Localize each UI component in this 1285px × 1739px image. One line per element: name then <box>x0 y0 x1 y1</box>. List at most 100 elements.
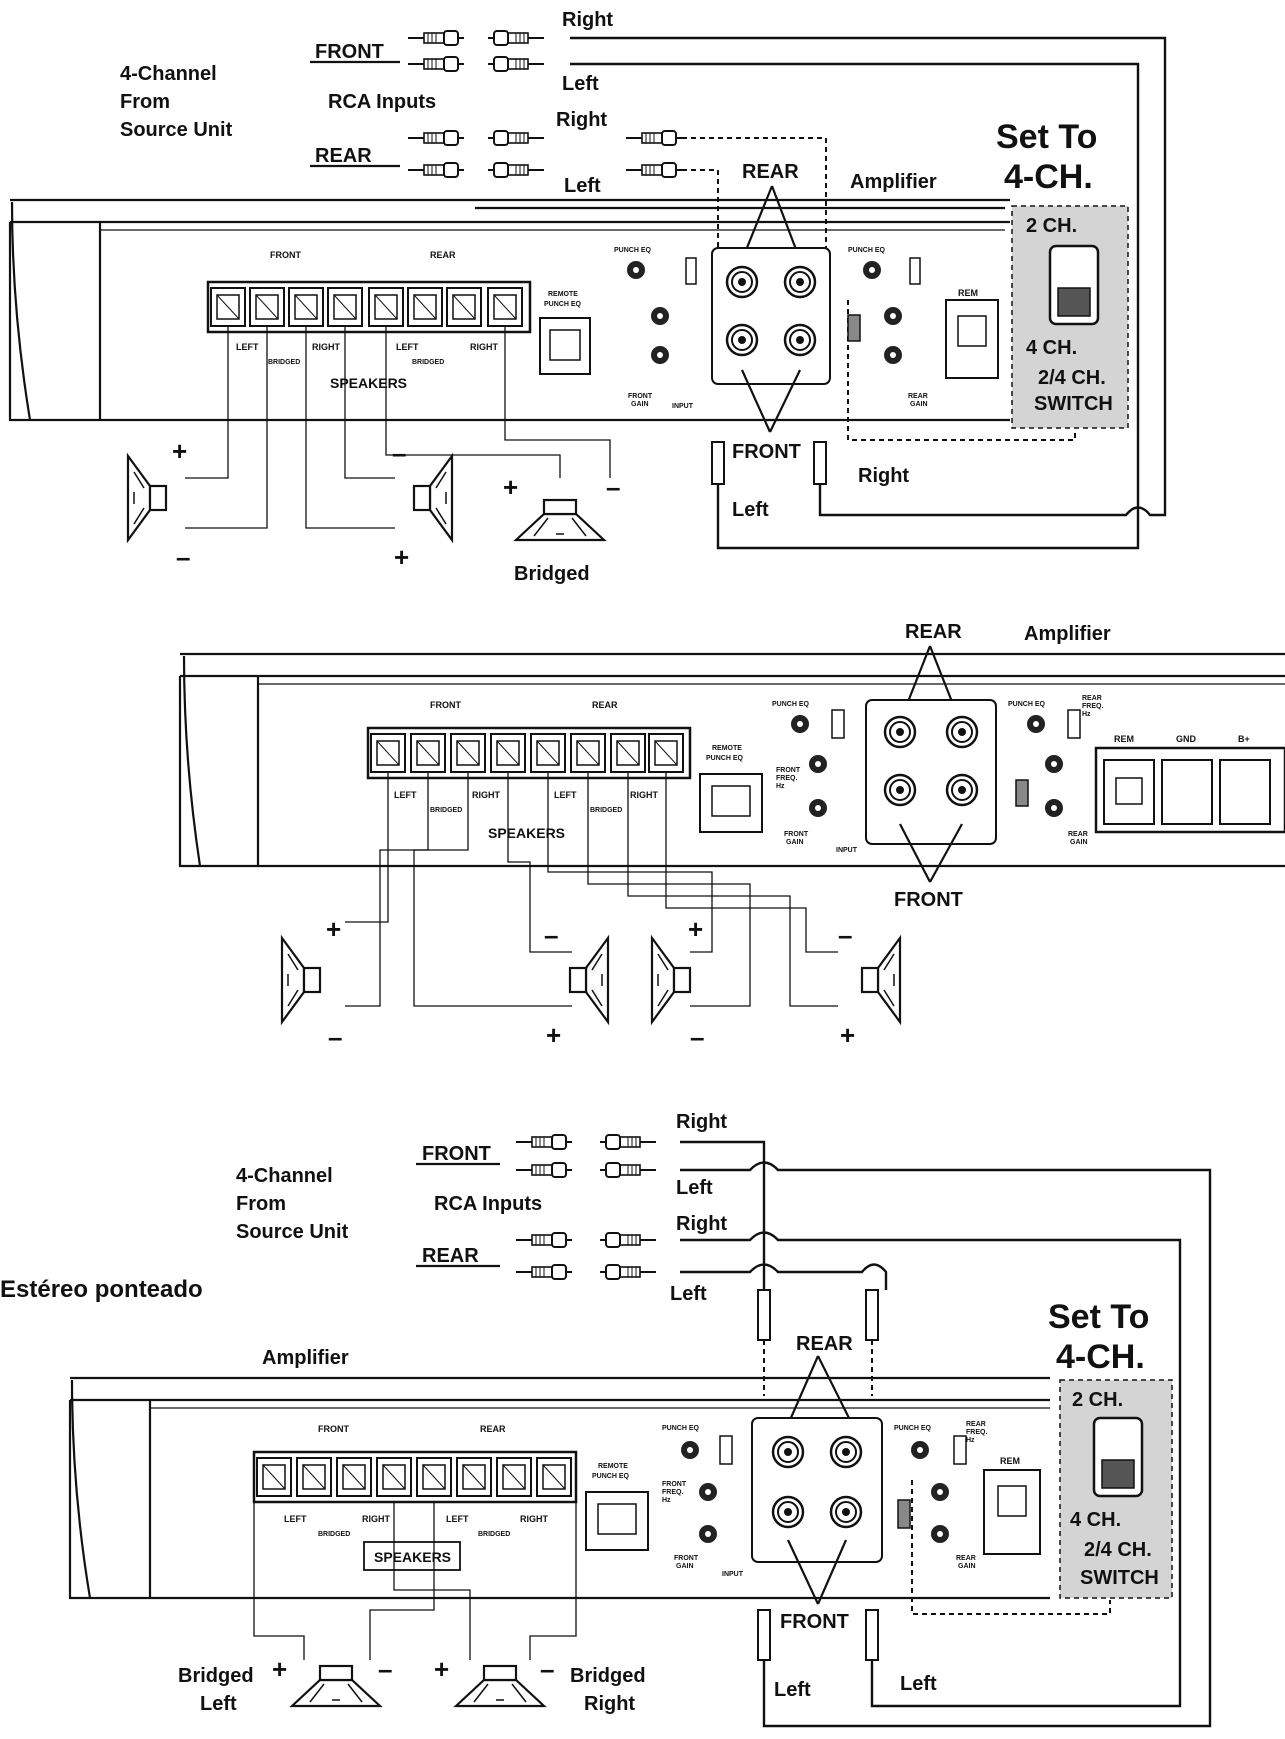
d3-right-1: Right <box>676 1111 727 1133</box>
d1-left-rear: Left <box>564 175 601 197</box>
d1-plus-3: + <box>503 472 518 502</box>
d2-input-label: INPUT <box>836 847 858 854</box>
d3-rca-plug-1 <box>515 1134 573 1150</box>
d3-switch-4ch: 4 CH. <box>1070 1509 1121 1531</box>
d1-panel-front: FRONT <box>270 250 301 260</box>
d3-punch-eq-a: PUNCH EQ <box>662 1425 700 1432</box>
d2-panel-speakers: SPEAKERS <box>488 825 565 841</box>
d3-panel-right-b: RIGHT <box>520 1514 549 1524</box>
d2-minus-2: – <box>544 920 558 950</box>
d2-front-gain-1: FRONT <box>784 831 809 838</box>
d2-power-terminals: REM GND B+ <box>1094 734 1285 834</box>
d3-rca-plug-2 <box>515 1162 573 1178</box>
d2-speaker-2 <box>568 936 610 1024</box>
d1-rca-plug-front-left <box>407 56 465 72</box>
d1-plus-2: + <box>394 542 409 572</box>
d1-rear-gain-2: GAIN <box>910 401 928 408</box>
d3-panel-rear: REAR <box>480 1424 506 1434</box>
d3-front-freq-2: FREQ. <box>662 1489 683 1496</box>
d1-rca-plug-rear-right-2 <box>625 130 683 146</box>
d3-panel-front: FRONT <box>318 1424 349 1434</box>
d3-rca-plug-3 <box>515 1232 573 1248</box>
d1-rca-plug-front-right <box>407 30 465 46</box>
d2-front-freq-3: Hz <box>776 783 785 790</box>
d1-minus-1: – <box>176 542 190 572</box>
d3-remote-line2: PUNCH EQ <box>592 1473 630 1480</box>
d3-remote-line1: REMOTE <box>598 1463 628 1470</box>
d2-front-freq-2: FREQ. <box>776 775 797 782</box>
d1-remote-line1: REMOTE <box>548 291 578 298</box>
d3-front-callout: FRONT <box>780 1611 849 1633</box>
d2-remote-line1: REMOTE <box>712 745 742 752</box>
d1-speaker-right <box>412 454 454 542</box>
d1-left-front-cable: Left <box>732 499 769 521</box>
d1-switch-caption-1: 2/4 CH. <box>1038 367 1106 389</box>
d2-speaker-1 <box>280 936 322 1024</box>
d2-panel-right-a: RIGHT <box>472 790 501 800</box>
d1-right-front-cable: Right <box>858 465 909 487</box>
d3-punch-eq-b: PUNCH EQ <box>894 1425 932 1432</box>
d3-speaker-bridged-right <box>454 1664 546 1708</box>
d1-source-line1: 4-Channel <box>120 63 217 85</box>
d3-speakers-box: SPEAKERS <box>374 1549 451 1565</box>
d1-speaker-left <box>126 454 168 542</box>
d2-rear-freq-3: Hz <box>1082 711 1091 718</box>
d3-left-cable-b: Left <box>900 1673 937 1695</box>
d2-punch-eq-b: PUNCH EQ <box>1008 701 1046 708</box>
d1-panel-left-a: LEFT <box>236 342 259 352</box>
d3-speaker-terminal-block <box>252 1450 578 1504</box>
d2-rem-label: REM <box>1114 734 1134 744</box>
d1-rca-plug-rear-left-2 <box>625 162 683 178</box>
d3-rca-inputs: RCA Inputs <box>434 1193 542 1215</box>
d2-rear-freq-2: FREQ. <box>1082 703 1103 710</box>
d3-rear-freq-1: REAR <box>966 1421 986 1428</box>
d2-plus-2: + <box>546 1020 561 1050</box>
d2-minus-3: – <box>690 1022 704 1052</box>
d3-rear-freq-3: Hz <box>966 1437 975 1444</box>
d2-front-gain-2: GAIN <box>786 839 804 846</box>
d2-gnd-label: GND <box>1176 734 1197 744</box>
d1-rca-cable-front-left <box>487 56 545 72</box>
d1-panel-rear: REAR <box>430 250 456 260</box>
d1-minus-2: – <box>392 438 406 468</box>
d1-front-callout: FRONT <box>732 441 801 463</box>
d2-panel-bridged-b: BRIDGED <box>590 807 622 814</box>
d2-plus-3: + <box>688 914 703 944</box>
d1-rca-plug-rear-right <box>407 130 465 146</box>
d2-plus-4: + <box>840 1020 855 1050</box>
d3-rear-label: REAR <box>422 1245 479 1267</box>
d1-source-line2: From <box>120 91 170 113</box>
d3-rem-label: REM <box>1000 1456 1020 1466</box>
d1-panel-right-a: RIGHT <box>312 342 341 352</box>
diagram-1-four-channel: 4-Channel From Source Unit RCA Inputs FR… <box>8 9 1167 585</box>
d2-rear-gain-1: REAR <box>1068 831 1088 838</box>
d1-rca-cable-front-right <box>487 30 545 46</box>
d1-source-line3: Source Unit <box>120 119 233 141</box>
d1-front-gain-1: FRONT <box>628 393 653 400</box>
d3-rear-callout: REAR <box>796 1333 853 1355</box>
d1-panel-right-b: RIGHT <box>470 342 499 352</box>
diagram-2-four-speakers: REAR Amplifier FRONT REAR LEFT RIGHT LEF… <box>178 621 1285 1052</box>
d3-source-line3: Source Unit <box>236 1221 349 1243</box>
d3-bridged-left-1: Bridged <box>178 1665 254 1687</box>
d1-switch-caption-2: SWITCH <box>1034 393 1113 415</box>
d2-speaker-4 <box>860 936 902 1024</box>
d3-source-line1: 4-Channel <box>236 1165 333 1187</box>
d1-speaker-bridged <box>514 498 606 542</box>
d2-punch-eq-a: PUNCH EQ <box>772 701 810 708</box>
d1-minus-3: – <box>606 472 620 502</box>
d1-front-gain-2: GAIN <box>631 401 649 408</box>
d1-bridged-label: Bridged <box>514 563 590 585</box>
d2-panel-bridged-a: BRIDGED <box>430 807 462 814</box>
d2-rear-callout: REAR <box>905 621 962 643</box>
d1-set-to-line1: Set To <box>996 118 1097 156</box>
d1-speaker-terminal-block <box>206 280 532 334</box>
d2-rear-gain-2: GAIN <box>1070 839 1088 846</box>
d1-punch-eq-b: PUNCH EQ <box>848 247 886 254</box>
d3-caption: Estéreo ponteado <box>0 1276 203 1303</box>
d3-rear-freq-2: FREQ. <box>966 1429 987 1436</box>
d3-rca-cable-4 <box>599 1264 657 1280</box>
d3-plus-2: + <box>434 1654 449 1684</box>
d3-speaker-bridged-left <box>290 1664 382 1708</box>
